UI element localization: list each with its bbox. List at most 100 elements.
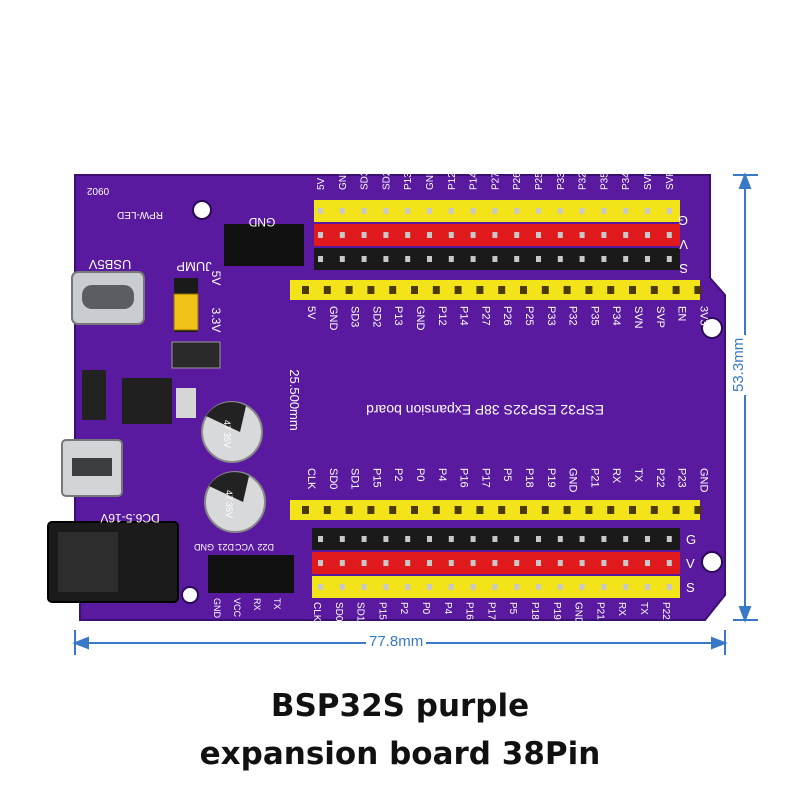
socket-hole: [607, 286, 615, 294]
pin: [339, 232, 345, 238]
pin: [361, 232, 367, 238]
bottom-edge-pin-label: P19: [551, 602, 562, 620]
pin: [601, 536, 607, 542]
pin: [318, 536, 323, 542]
uart-top-label: D21: [217, 542, 234, 552]
pin: [601, 256, 607, 262]
pin: [666, 536, 672, 542]
bottom-pin-label: P22: [654, 468, 666, 488]
usb-label: USB5V: [88, 257, 131, 272]
socket-hole: [650, 506, 658, 514]
pin: [579, 208, 585, 214]
uart-header: [208, 555, 294, 593]
width-dimension-label: 77.8mm: [366, 633, 427, 650]
socket-hole: [367, 506, 375, 514]
bottom-edge-pin-label: P17: [485, 602, 496, 620]
top-edge-pin-label: P34: [621, 172, 632, 190]
socket-hole: [541, 286, 549, 294]
pin: [666, 232, 672, 238]
pin: [470, 232, 476, 238]
socket-hole: [520, 506, 527, 514]
bottom-edge-pin-label: P5: [507, 602, 518, 615]
jumper-cap[interactable]: [173, 293, 199, 331]
diode: [171, 341, 221, 369]
bottom-pin-label: P5: [501, 468, 513, 481]
uart-bottom-label: GND: [212, 598, 222, 619]
bottom-pin-label: P23: [676, 468, 688, 488]
socket-hole: [585, 286, 593, 294]
spacing-label: 25.500mm: [287, 369, 302, 430]
pin: [427, 256, 432, 262]
capacitor-label: 35V: [224, 502, 234, 518]
socket-hole: [323, 286, 331, 294]
bottom-edge-pin-label: P0: [420, 602, 431, 615]
pin: [448, 536, 454, 542]
pin: [666, 256, 672, 262]
pin: [339, 208, 345, 214]
socket-hole: [476, 286, 484, 294]
power-5v-label: 5V: [209, 271, 223, 286]
pin: [492, 584, 498, 590]
top-edge-pin-label: P25: [534, 172, 545, 190]
socket-hole: [454, 506, 462, 514]
pin: [514, 208, 520, 214]
bottom-pin-label: CLK: [305, 468, 317, 490]
top-pin-label: 3V3: [697, 306, 709, 326]
bottom-pin-label: P17: [479, 468, 491, 488]
bottom-edge-pin-label: P21: [594, 602, 605, 620]
pin: [536, 560, 541, 566]
top-edge-pin-label: P32: [578, 172, 589, 190]
socket-hole: [476, 506, 484, 514]
power-33v-label: 3.3V: [209, 308, 223, 333]
pin: [579, 560, 585, 566]
pin: [579, 584, 585, 590]
bottom-edge-pin-label: P2: [398, 602, 409, 615]
pin: [448, 232, 454, 238]
socket-hole: [563, 286, 571, 294]
pin: [601, 584, 607, 590]
pin: [318, 584, 323, 590]
pin: [601, 208, 607, 214]
top-pin-label: GND: [327, 306, 339, 331]
pin: [361, 256, 367, 262]
bottom-edge-pin-label: P22: [660, 602, 671, 620]
regulator-tab: [176, 388, 196, 418]
dc-jack-opening: [58, 532, 118, 592]
caption-line-2: expansion board 38Pin: [199, 736, 601, 772]
socket-hole: [454, 286, 462, 294]
capacitor-label: 47: [222, 420, 232, 430]
socket-hole: [520, 286, 527, 294]
pin: [383, 560, 389, 566]
bottom-pin-label: P21: [588, 468, 600, 488]
top-pin-label: P27: [479, 306, 491, 326]
pin: [623, 232, 629, 238]
top-edge-pin-label: GND: [338, 168, 349, 190]
bottom-edge-pin-label: SD0: [333, 602, 344, 622]
bottom-edge-pin-label: SD1: [355, 602, 366, 622]
pin: [579, 256, 585, 262]
socket-hole: [498, 506, 506, 514]
socket-hole: [694, 506, 702, 514]
top-pin-label: 5V: [305, 306, 317, 320]
pin: [536, 232, 541, 238]
bottom-pin-label: P19: [545, 468, 557, 488]
pin: [579, 232, 585, 238]
bottom-pin-label: SD1: [349, 468, 361, 489]
pin: [645, 232, 650, 238]
socket-hole: [389, 286, 397, 294]
pin: [666, 584, 672, 590]
pin: [318, 208, 323, 214]
top-pin-label: SVN: [632, 306, 644, 329]
pin: [492, 560, 498, 566]
pin: [427, 584, 432, 590]
pin: [645, 536, 650, 542]
bottom-edge-pin-label: TX: [638, 602, 649, 615]
pin: [470, 584, 476, 590]
socket-hole: [541, 506, 549, 514]
pin: [536, 256, 541, 262]
pin: [427, 208, 432, 214]
bottom-female-header: [290, 500, 700, 520]
pin: [623, 560, 629, 566]
top-edge-pin-label: SD3: [360, 170, 371, 190]
